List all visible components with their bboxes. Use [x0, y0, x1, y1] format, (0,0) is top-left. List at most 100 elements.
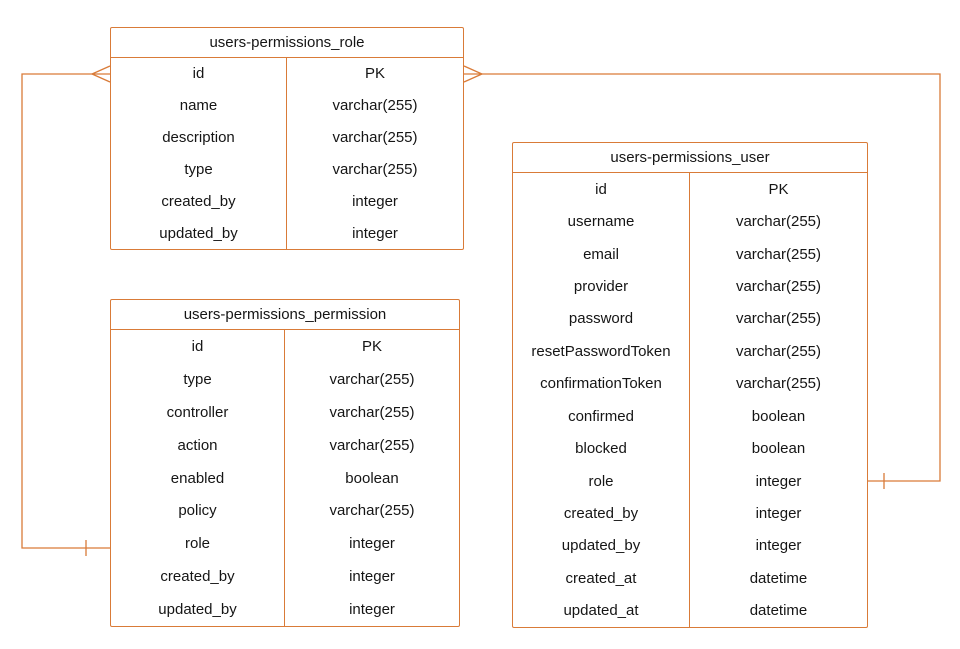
relationship-role-permission — [21, 65, 111, 556]
field-row: controller varchar(255) — [111, 395, 459, 429]
field-name: created_at — [513, 562, 690, 595]
field-type: varchar(255) — [329, 502, 415, 520]
field-row: type varchar(255) — [111, 153, 463, 186]
field-row: updated_by integer — [111, 593, 459, 627]
crow-foot-many-icon — [90, 65, 111, 83]
field-type: varchar(255) — [329, 403, 415, 421]
field-type: integer — [755, 472, 802, 490]
connector-line — [21, 73, 110, 549]
field-name: resetPasswordToken — [513, 335, 690, 368]
field-name: username — [513, 205, 690, 238]
field-type: integer — [755, 537, 802, 555]
field-type: varchar(255) — [329, 370, 415, 388]
field-type: varchar(255) — [735, 245, 822, 263]
field-name: controller — [111, 395, 285, 429]
field-type: varchar(255) — [329, 436, 415, 454]
entity-field-list: id PK type varchar(255) controller varchar(25… — [111, 330, 459, 627]
field-type: PK — [768, 180, 789, 198]
field-type: integer — [349, 535, 395, 553]
field-row: username varchar(255) — [513, 205, 867, 238]
field-type: integer — [755, 504, 802, 522]
field-name: email — [513, 237, 690, 271]
field-type: varchar(255) — [735, 213, 822, 231]
field-name: created_by — [111, 185, 287, 218]
field-type: boolean — [751, 440, 806, 458]
field-name: updated_by — [513, 529, 690, 563]
field-type: datetime — [749, 602, 808, 620]
field-name: provider — [513, 270, 690, 303]
field-name: enabled — [111, 461, 285, 495]
field-row: enabled boolean — [111, 461, 459, 495]
field-row: updated_at datetime — [513, 594, 867, 627]
field-row: provider varchar(255) — [513, 270, 867, 303]
field-row: password varchar(255) — [513, 302, 867, 336]
field-type: varchar(255) — [332, 129, 418, 147]
entity-field-list: id PK username varchar(255) email varchar(255… — [513, 173, 867, 627]
field-row: created_at datetime — [513, 562, 867, 595]
field-name: role — [513, 464, 690, 498]
field-type: varchar(255) — [735, 277, 822, 295]
field-row: confirmed boolean — [513, 399, 867, 433]
field-type: boolean — [345, 469, 399, 487]
field-name: role — [111, 527, 285, 561]
entity-title: users-permissions_role — [111, 28, 463, 58]
field-row: confirmationToken varchar(255) — [513, 367, 867, 400]
field-row: updated_by integer — [111, 217, 463, 249]
field-type: varchar(255) — [332, 97, 418, 115]
field-row: resetPasswordToken varchar(255) — [513, 335, 867, 368]
field-row: id PK — [111, 330, 459, 363]
field-type: varchar(255) — [735, 310, 822, 328]
field-row: created_by integer — [111, 560, 459, 594]
field-name: updated_by — [111, 217, 287, 249]
field-row: type varchar(255) — [111, 362, 459, 396]
field-name: id — [111, 330, 285, 363]
field-type: PK — [361, 337, 382, 355]
field-name: confirmed — [513, 399, 690, 433]
field-row: policy varchar(255) — [111, 494, 459, 528]
field-name: id — [513, 173, 690, 206]
field-row: role integer — [513, 464, 867, 498]
field-type: integer — [349, 601, 395, 619]
entity-title: users-permissions_permission — [111, 300, 459, 330]
field-name: type — [111, 362, 285, 396]
entity-title: users-permissions_user — [513, 143, 867, 173]
field-name: updated_by — [111, 593, 285, 627]
field-type: varchar(255) — [735, 342, 822, 360]
field-name: confirmationToken — [513, 367, 690, 400]
field-name: blocked — [513, 432, 690, 465]
field-row: role integer — [111, 527, 459, 561]
field-name: password — [513, 302, 690, 336]
field-row: description varchar(255) — [111, 121, 463, 154]
field-row: created_by integer — [111, 185, 463, 218]
field-type: integer — [352, 192, 398, 210]
field-row: updated_by integer — [513, 529, 867, 563]
field-name: updated_at — [513, 594, 690, 627]
field-row: id PK — [513, 173, 867, 206]
field-type: boolean — [751, 407, 806, 425]
field-type: integer — [352, 224, 398, 242]
field-name: type — [111, 153, 287, 186]
field-type: integer — [349, 568, 395, 586]
field-name: policy — [111, 494, 285, 528]
field-type: varchar(255) — [735, 375, 822, 393]
field-name: action — [111, 428, 285, 462]
field-row: email varchar(255) — [513, 237, 867, 271]
field-name: name — [111, 89, 287, 122]
field-name: id — [111, 58, 287, 90]
field-row: action varchar(255) — [111, 428, 459, 462]
field-type: varchar(255) — [332, 160, 418, 178]
crow-foot-many-icon — [463, 65, 484, 83]
field-type: datetime — [749, 569, 808, 587]
field-name: created_by — [111, 560, 285, 594]
field-row: name varchar(255) — [111, 89, 463, 122]
field-row: blocked boolean — [513, 432, 867, 465]
field-name: created_by — [513, 497, 690, 530]
field-name: description — [111, 121, 287, 154]
field-row: created_by integer — [513, 497, 867, 530]
